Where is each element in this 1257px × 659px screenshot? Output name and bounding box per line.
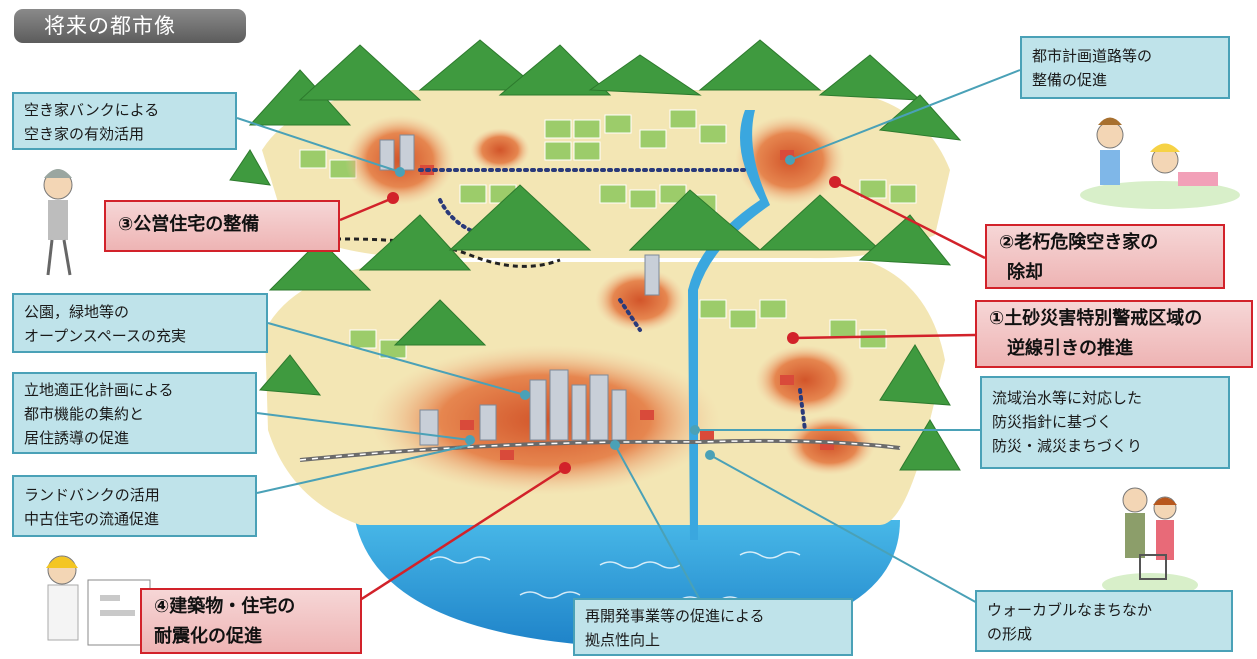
- callout-redevelopment: 再開発事業等の促進による 拠点性向上: [573, 598, 853, 656]
- policy-dangerous-vacant-house-removal: ②老朽危険空き家の 除却: [985, 224, 1225, 289]
- family-children-icon: [1080, 117, 1240, 209]
- callout-walkable-town: ウォーカブルなまちなか の形成: [975, 590, 1233, 652]
- woman-figure-icon: [43, 169, 73, 276]
- callout-location-optimization: 立地適正化計画による 都市機能の集約と 居住誘導の促進: [12, 372, 257, 454]
- callout-vacant-house-bank: 空き家バンクによる 空き家の有効活用: [12, 92, 237, 150]
- callout-parks-open-space: 公園，緑地等の オープンスペースの充実: [12, 293, 268, 353]
- callout-flood-disaster-prevention: 流域治水等に対応した 防災指針に基づく 防災・減災まちづくり: [980, 376, 1230, 469]
- page-title: 将来の都市像: [14, 9, 246, 43]
- callout-land-bank: ランドバンクの活用 中古住宅の流通促進: [12, 475, 257, 537]
- policy-landslide-zone-reclassification: ①土砂災害特別警戒区域の 逆線引きの推進: [975, 300, 1253, 368]
- policy-public-housing: ③公営住宅の整備: [104, 200, 340, 252]
- elderly-couple-icon: [1102, 487, 1198, 597]
- construction-worker-icon: [46, 555, 151, 646]
- callout-urban-road: 都市計画道路等の 整備の促進: [1020, 36, 1230, 99]
- river: [688, 110, 770, 540]
- policy-earthquake-retrofit: ④建築物・住宅の 耐震化の促進: [140, 588, 362, 654]
